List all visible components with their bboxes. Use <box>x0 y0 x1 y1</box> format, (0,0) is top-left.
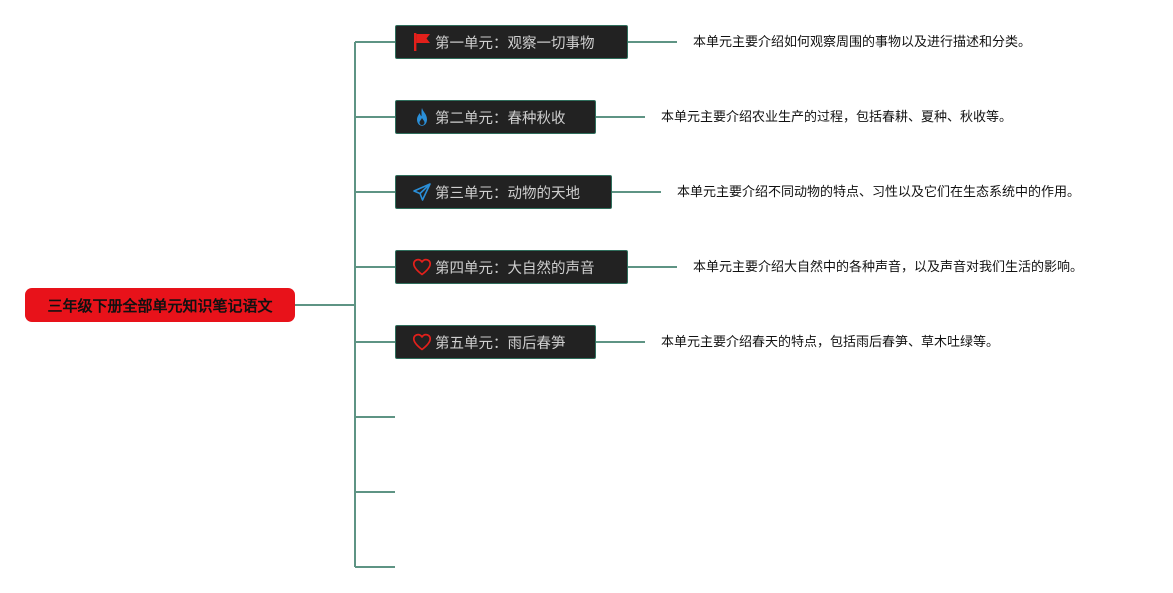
branch-unit-1-label: 第一单元：观察一切事物 <box>435 35 595 52</box>
unit-1-description: 本单元主要介绍如何观察周围的事物以及进行描述和分类。 <box>693 35 1032 50</box>
branch-unit-2-label: 第二单元：春种秋收 <box>435 110 566 127</box>
heart-icon <box>412 257 432 277</box>
heart-icon <box>412 332 432 352</box>
root-topic[interactable]: 三年级下册全部单元知识笔记语文 <box>25 288 295 322</box>
branch-unit-5[interactable]: 第五单元：雨后春笋 <box>395 325 596 359</box>
unit-3-description: 本单元主要介绍不同动物的特点、习性以及它们在生态系统中的作用。 <box>677 185 1081 200</box>
paper-plane-icon <box>412 182 432 202</box>
branch-unit-4[interactable]: 第四单元：大自然的声音 <box>395 250 628 284</box>
branch-unit-3-label: 第三单元：动物的天地 <box>435 185 580 202</box>
unit-5-description: 本单元主要介绍春天的特点，包括雨后春笋、草木吐绿等。 <box>661 335 1000 350</box>
root-topic-label: 三年级下册全部单元知识笔记语文 <box>47 296 273 315</box>
flag-icon <box>412 32 432 52</box>
branch-unit-4-label: 第四单元：大自然的声音 <box>435 260 595 277</box>
flame-icon <box>412 107 432 127</box>
branch-unit-3[interactable]: 第三单元：动物的天地 <box>395 175 612 209</box>
branch-unit-2[interactable]: 第二单元：春种秋收 <box>395 100 596 134</box>
unit-4-description: 本单元主要介绍大自然中的各种声音，以及声音对我们生活的影响。 <box>693 260 1084 275</box>
branch-unit-5-label: 第五单元：雨后春笋 <box>435 335 566 352</box>
unit-2-description: 本单元主要介绍农业生产的过程，包括春耕、夏种、秋收等。 <box>661 110 1013 125</box>
branch-unit-1[interactable]: 第一单元：观察一切事物 <box>395 25 628 59</box>
